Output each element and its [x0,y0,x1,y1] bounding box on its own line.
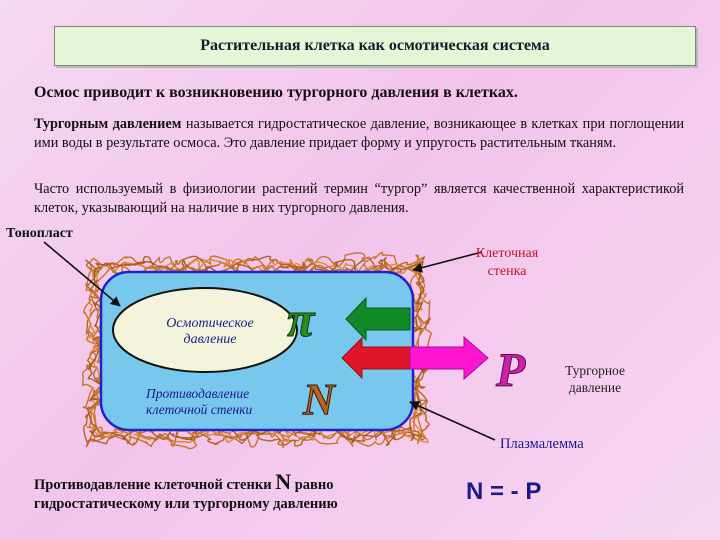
counter-label-line2: клеточной стенки [146,402,253,417]
osmotic-label-line1: Осмотическое [166,316,254,331]
equation: N = - P [466,478,542,505]
turgor-pressure-label: Тургорное давление [560,362,630,396]
wall-fiber-strand [91,262,424,441]
paragraph-turgor-term: Часто используемый в физиологии растений… [34,181,684,216]
cell-wall-pointer [412,251,483,273]
cell-wall-label: Клеточная стенка [452,245,562,281]
osmotic-label-line2: давление [183,332,237,347]
page-title: Растительная клетка как осмотическая сис… [200,37,550,54]
definition-text: называется гидростатическое давление, во… [34,116,684,151]
formula-text-before: Противодавление клеточной стенки [34,477,276,493]
formula-n-symbol: N [275,469,292,494]
title-box: Растительная клетка как осмотическая сис… [54,26,696,66]
formula-text-after2: гидростатическому или тургорному давлени… [34,496,338,512]
osmotic-pressure-label: Осмотическое давление [150,316,270,348]
turgor-label-line2: давление [568,380,622,395]
vacuole [112,287,298,373]
pi-symbol: π [287,291,316,347]
formula-text-after1: равно [291,477,334,493]
section-heading: Осмос приводит к возникновению тургорног… [34,84,518,101]
p-symbol: P [495,344,526,397]
osmotic-pressure-arrow [345,296,411,342]
paragraph-turgor-definition: Тургорным давлением называется гидростат… [34,115,684,153]
counter-pressure-label: Противодавление клеточной стенки [146,386,252,418]
wall-fiber-strand [83,255,431,448]
cell-wall-label-line2: стенка [487,264,527,279]
counter-label-line1: Противодавление [146,386,250,401]
formula-description: Противодавление клеточной стенки N равно… [34,469,434,514]
tonoplast-label: Тонопласт [6,226,73,241]
turgor-label-line1: Тургорное [565,363,625,378]
turgor-pressure-arrow [409,335,489,381]
term-turgor-pressure: Тургорным давлением [34,116,182,132]
n-symbol: N [302,375,337,424]
cell-wall-label-line1: Клеточная [475,246,539,261]
tonoplast-pointer [43,241,121,307]
plasmalemma-pointer [409,401,496,441]
plasmalemma-label: Плазмалемма [500,436,584,452]
